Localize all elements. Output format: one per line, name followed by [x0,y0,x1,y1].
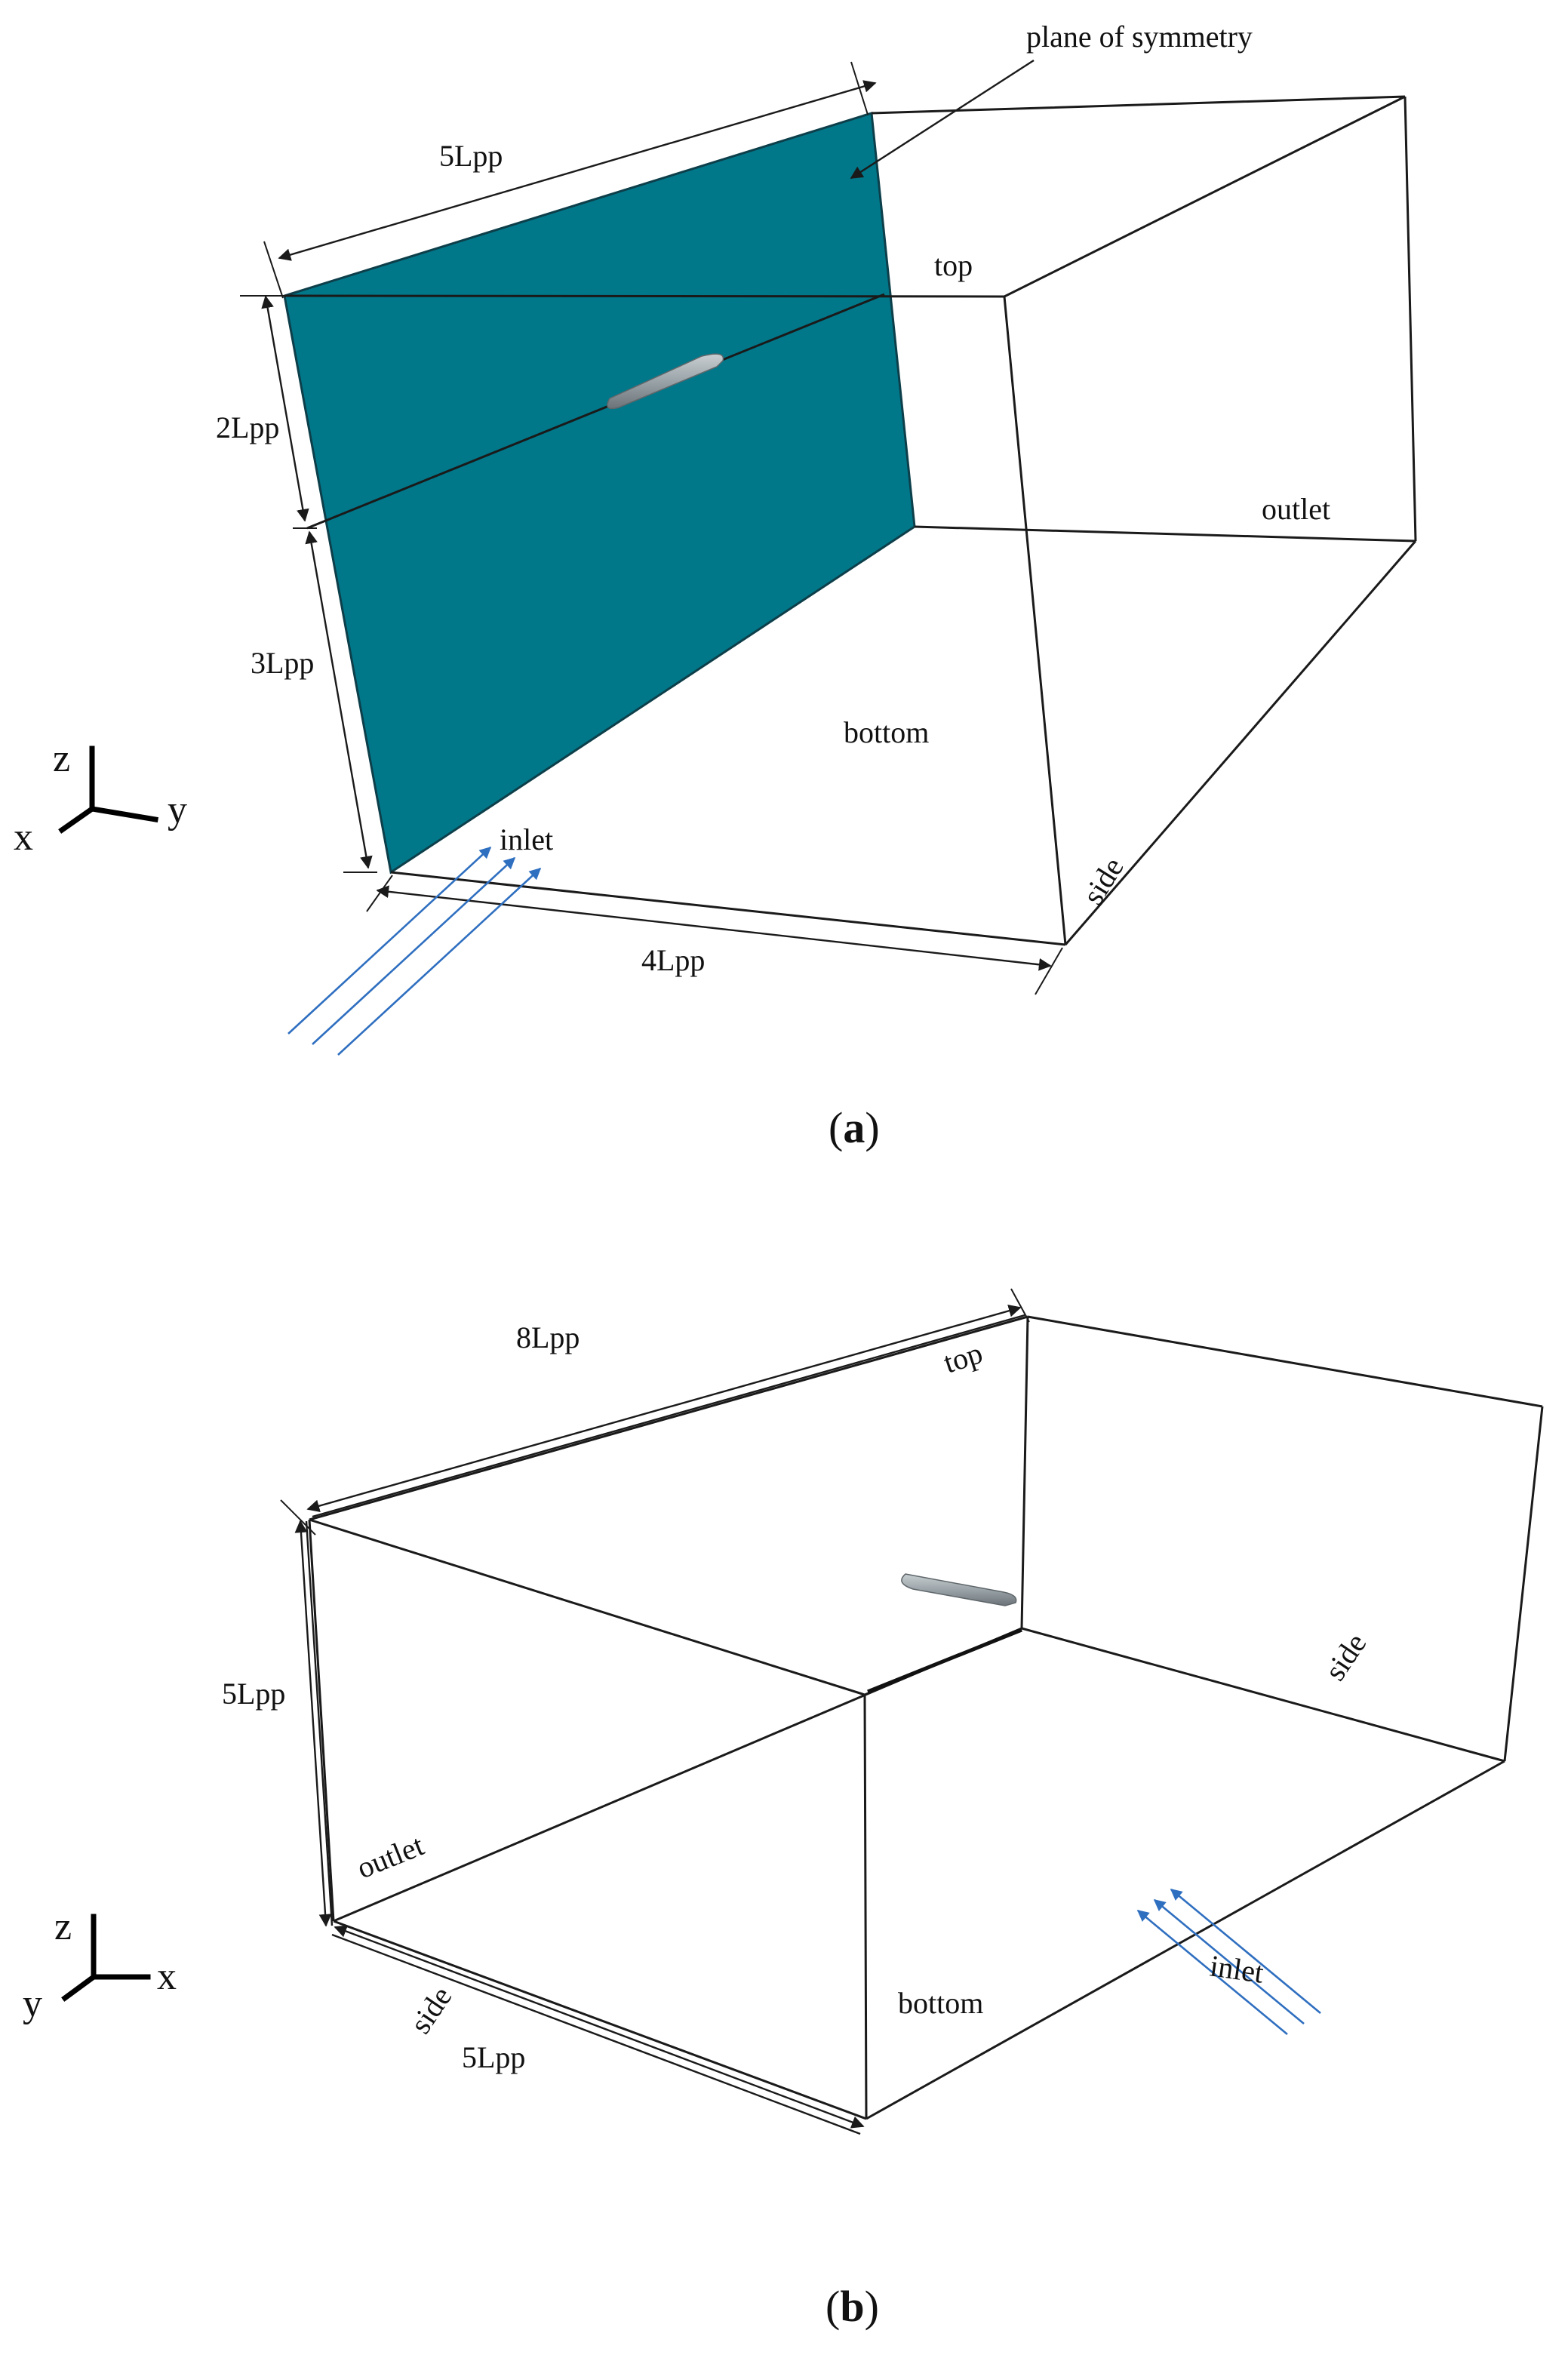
label-bottom-b: bottom [898,1986,983,2020]
axis-label-y-a: y [168,789,187,832]
dim-label-width-b: 5Lpp [462,2040,525,2074]
axis-label-z-a: z [53,737,70,780]
plane-of-symmetry-leader [850,59,1035,180]
axis-label-x-b: x [157,1955,177,1998]
label-inlet-b: inlet [1208,1948,1266,1989]
figure-b-domain: top side outlet side bottom inlet 8Lpp 5… [23,1288,1544,2331]
dimension-width-a [366,875,1063,995]
axis-label-y-b: y [23,1982,42,2025]
label-side-right-b: side [1317,1627,1373,1686]
coordinate-axes-b: z y x [23,1905,177,2025]
label-outlet-b: outlet [352,1828,429,1885]
dim-label-length-a: 5Lpp [439,139,503,173]
inlet-flow-arrows-b [1136,1888,1321,2036]
inlet-flow-arrows-a [287,846,542,1056]
seam-b [867,1628,1022,1694]
label-top-a: top [934,248,973,282]
figure-a-domain: plane of symmetry top outlet bottom inle… [14,20,1417,1152]
dimension-length-a [263,61,877,299]
label-side-front-b: side [403,1980,458,2040]
coordinate-axes-a: z y x [14,737,187,859]
dim-label-width-a: 4Lpp [641,943,705,977]
symmetry-plane [283,112,916,875]
dimension-height-a [240,295,377,873]
dim-label-height-b: 5Lpp [222,1677,285,1711]
label-side-a: side [1075,851,1130,910]
axis-label-z-b: z [54,1905,72,1948]
plane-diagonal [306,293,885,530]
axis-label-x-a: x [14,816,33,859]
dim-label-length-b: 8Lpp [516,1320,580,1354]
dimension-length-b [280,1288,1030,1536]
label-outlet-a: outlet [1262,492,1330,526]
label-top-b: top [939,1336,987,1380]
caption-a: (a) [829,1103,880,1152]
ship-model-b [901,1573,1017,1606]
caption-b: (b) [826,2282,879,2331]
ship-model-a [607,353,724,410]
label-bottom-a: bottom [844,715,929,749]
dimension-height-b [294,1520,334,1927]
dimension-width-b [331,1925,865,2135]
label-inlet-a: inlet [500,822,553,856]
label-plane-of-symmetry: plane of symmetry [1026,20,1253,54]
dim-label-height-upper-a: 2Lpp [216,410,279,444]
dim-label-height-lower-a: 3Lpp [251,646,314,680]
